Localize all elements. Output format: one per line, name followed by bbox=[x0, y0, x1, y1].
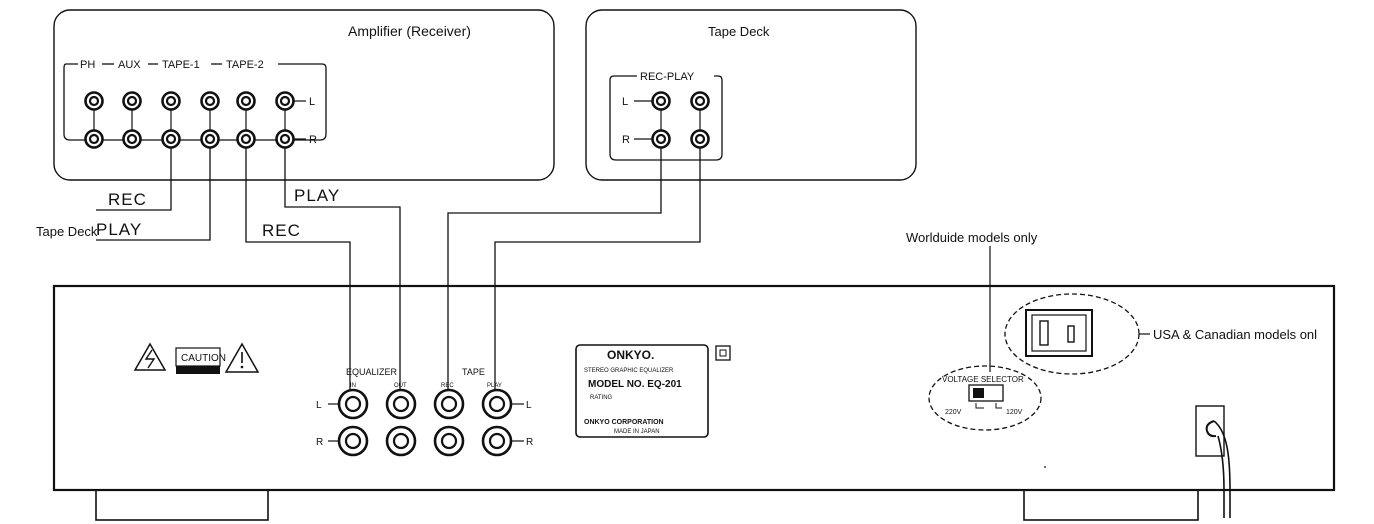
v220-label: 220V bbox=[945, 409, 962, 416]
tape-deck-title: Tape Deck bbox=[708, 24, 770, 39]
corporation-label: ONKYO CORPORATION bbox=[584, 419, 664, 426]
deck-jack-play-r bbox=[690, 129, 710, 149]
v120-label: 120V bbox=[1006, 409, 1023, 416]
jack-ph-l bbox=[84, 91, 104, 111]
cables bbox=[96, 148, 701, 397]
equalizer-label: EQUALIZER bbox=[346, 367, 398, 377]
play-small-label: PLAY bbox=[487, 383, 502, 389]
eq-jack-rec-r bbox=[433, 425, 465, 457]
rec-play-label: REC-PLAY bbox=[640, 71, 695, 83]
play-label-2: PLAY bbox=[294, 186, 340, 205]
tape-deck-panel: Tape Deck REC-PLAY L R bbox=[585, 9, 917, 181]
out-label: OUT bbox=[394, 383, 407, 389]
eq-l-right-label: L bbox=[526, 400, 532, 411]
eq-jack-out-r bbox=[385, 425, 417, 457]
product-type-label: STEREO GRAPHIC EQUALIZER bbox=[584, 368, 674, 374]
ac-outlet-icon bbox=[1025, 309, 1093, 357]
deck-jack-rec-r bbox=[651, 129, 671, 149]
jack-tape1-play-r bbox=[200, 129, 220, 149]
tape-label: TAPE bbox=[462, 367, 485, 377]
eq-jack-in-r bbox=[337, 425, 369, 457]
jack-aux-l bbox=[122, 91, 142, 111]
amp-r-label: R bbox=[309, 134, 317, 146]
cable-eq-rec bbox=[447, 148, 662, 397]
rec-label-2: REC bbox=[262, 221, 301, 240]
in-label: IN bbox=[350, 383, 356, 389]
equalizer-rear-panel: CAUTION EQUALIZER TAPE IN OUT REC PLAY bbox=[52, 230, 1336, 521]
model-label: MODEL NO. EQ-201 bbox=[588, 379, 682, 390]
foot-right bbox=[1023, 489, 1199, 521]
amp-l-label: L bbox=[309, 96, 315, 108]
caution-label: CAUTION bbox=[175, 347, 226, 374]
ph-label: PH bbox=[80, 59, 95, 71]
voltage-selector-label: VOLTAGE SELECTOR bbox=[942, 375, 1024, 384]
eq-jacks bbox=[337, 388, 513, 457]
deck-jack-play-l bbox=[690, 91, 710, 111]
foot-left bbox=[95, 489, 269, 521]
jack-tape1-rec-r bbox=[161, 129, 181, 149]
voltage-selector-switch[interactable] bbox=[968, 384, 1004, 402]
rec-small-label: REC bbox=[441, 383, 454, 389]
nameplate: ONKYO. STEREO GRAPHIC EQUALIZER MODEL NO… bbox=[575, 344, 709, 438]
exclamation-warning-icon bbox=[224, 342, 260, 373]
made-in-label: MADE IN JAPAN bbox=[614, 429, 660, 435]
deck-jack-rec-l bbox=[651, 91, 671, 111]
jack-tape2-rec-r bbox=[236, 129, 256, 149]
eq-jack-out-l bbox=[385, 388, 417, 420]
worldwide-note: Worlduide models only bbox=[906, 230, 1038, 245]
tape-deck-side-label: Tape Deck bbox=[36, 224, 98, 239]
voltage-selector-highlight bbox=[928, 365, 1042, 431]
cable-tape2-rec bbox=[245, 148, 351, 397]
usa-note: USA & Canadian models onl bbox=[1153, 327, 1317, 342]
amplifier-title: Amplifier (Receiver) bbox=[348, 23, 471, 39]
rec-label-1: REC bbox=[108, 190, 147, 209]
tape2-label: TAPE-2 bbox=[226, 59, 264, 71]
amp-jacks bbox=[84, 91, 295, 149]
eq-r-left-label: R bbox=[316, 437, 323, 448]
jack-tape2-play-l bbox=[275, 91, 295, 111]
svg-text:CAUTION: CAUTION bbox=[181, 353, 226, 364]
jack-tape2-play-r bbox=[275, 129, 295, 149]
eq-jack-in-l bbox=[337, 388, 369, 420]
cable-eq-play bbox=[494, 148, 701, 397]
amplifier-panel: Amplifier (Receiver) PH AUX TAPE-1 TAPE-… bbox=[53, 9, 555, 181]
jack-tape2-rec-l bbox=[236, 91, 256, 111]
lightning-warning-icon bbox=[133, 342, 167, 371]
jack-tape1-rec-l bbox=[161, 91, 181, 111]
eq-jack-play-l bbox=[481, 388, 513, 420]
play-label-1: PLAY bbox=[96, 220, 142, 239]
cable-tape1-rec bbox=[96, 148, 172, 211]
eq-r-right-label: R bbox=[526, 437, 533, 448]
eq-l-left-label: L bbox=[316, 400, 322, 411]
cable-tape2-play bbox=[284, 148, 401, 397]
aux-label: AUX bbox=[118, 59, 141, 71]
jack-aux-r bbox=[122, 129, 142, 149]
eq-jack-play-r bbox=[481, 425, 513, 457]
jack-ph-r bbox=[84, 129, 104, 149]
rating-label: RATING bbox=[590, 395, 613, 401]
deck-l-label: L bbox=[622, 96, 628, 108]
ground-terminal-icon bbox=[715, 345, 731, 361]
tape1-label: TAPE-1 bbox=[162, 59, 200, 71]
cable-tape1-play bbox=[96, 148, 211, 241]
jack-tape1-play-l bbox=[200, 91, 220, 111]
eq-jack-rec-l bbox=[433, 388, 465, 420]
deck-r-label: R bbox=[622, 134, 630, 146]
power-cord-icon bbox=[1195, 405, 1231, 518]
brand-label: ONKYO. bbox=[607, 348, 654, 362]
